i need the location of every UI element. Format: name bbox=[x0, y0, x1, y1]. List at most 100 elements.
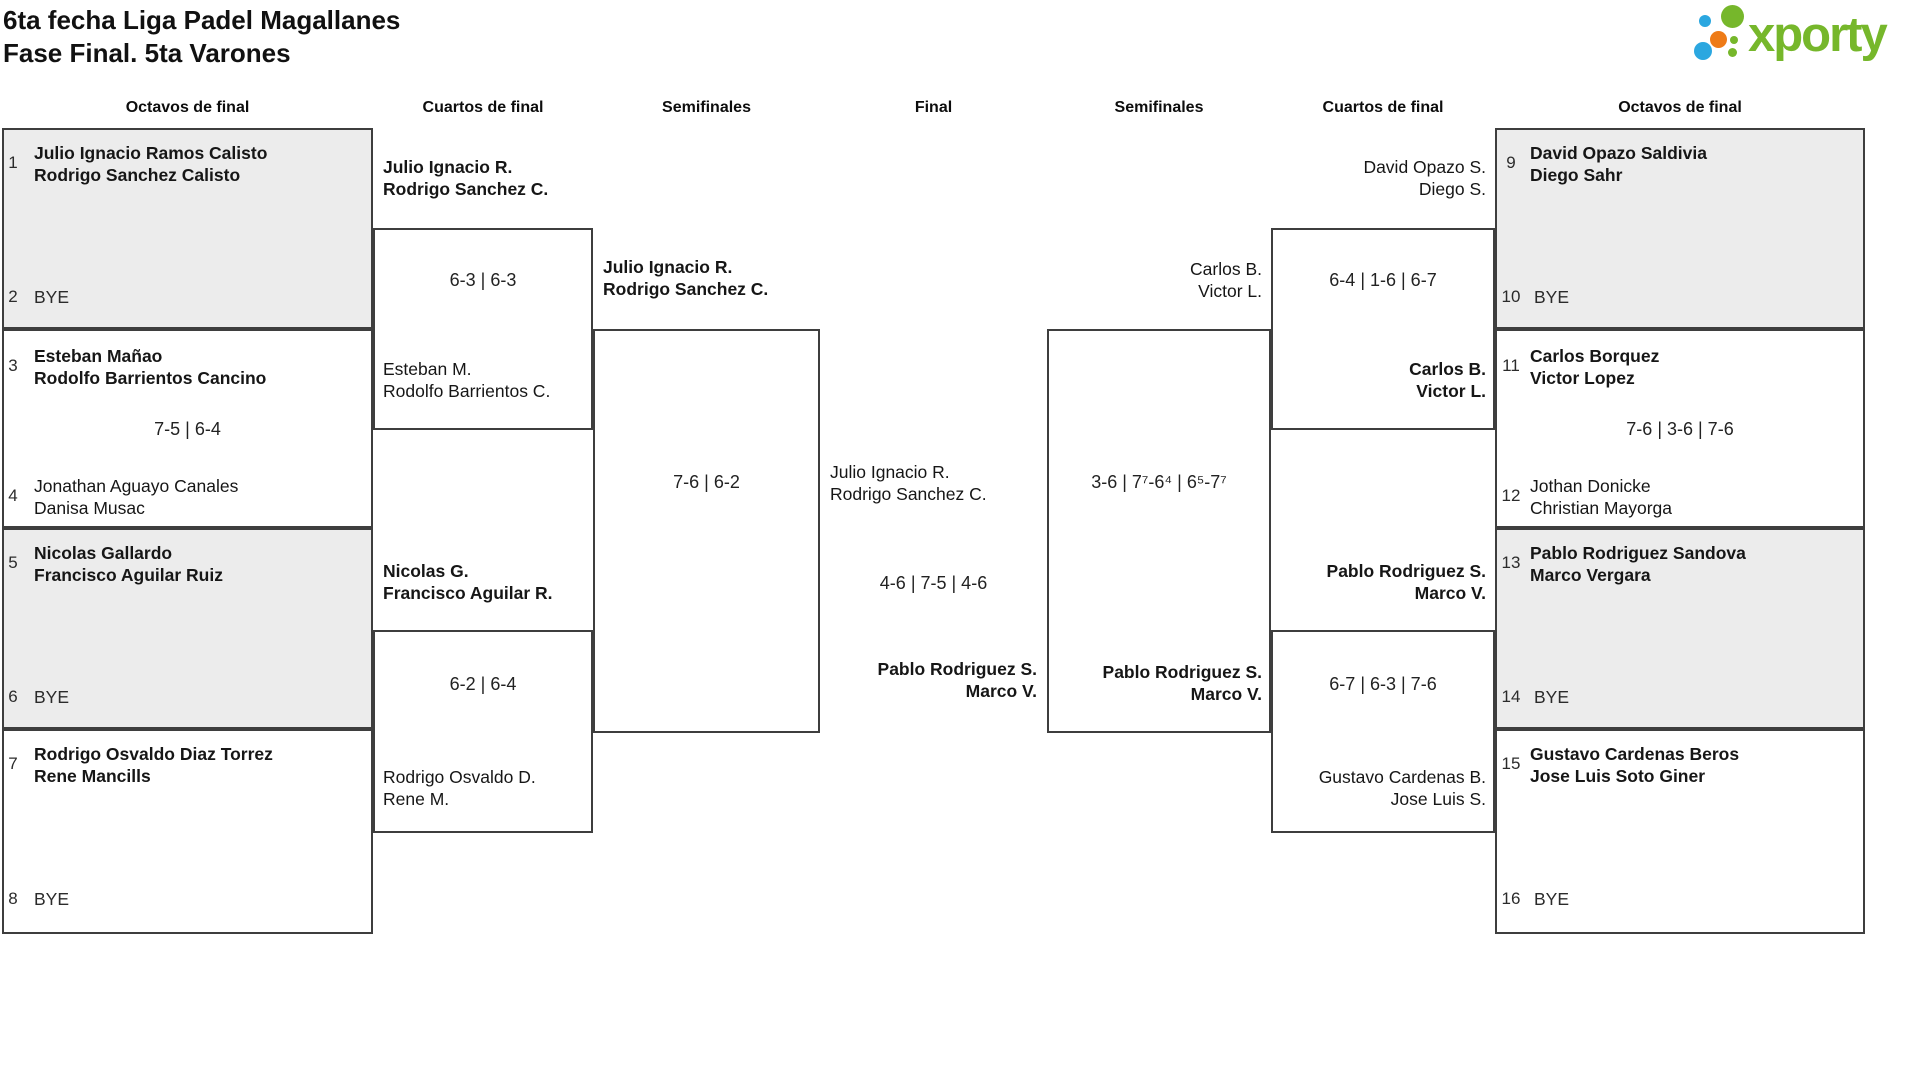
bye-label: BYE bbox=[34, 687, 70, 707]
player-name: Christian Mayorga bbox=[1530, 498, 1672, 518]
player-name: Jothan Donicke bbox=[1530, 476, 1651, 496]
player-name: Esteban M. bbox=[383, 359, 472, 379]
player-name: Diego S. bbox=[1418, 179, 1486, 199]
player-name: Rodrigo Sanchez C. bbox=[383, 179, 549, 199]
seed-number: 15 bbox=[1501, 754, 1521, 773]
match-box-octavos-5-6 bbox=[2, 528, 373, 729]
player-name: Jose Luis S. bbox=[1390, 789, 1486, 809]
seed-number: 10 bbox=[1501, 287, 1521, 306]
player-name: Pablo Rodriguez S. bbox=[877, 659, 1037, 679]
player-name: Rodrigo Sanchez Calisto bbox=[34, 165, 241, 185]
team-semifinal-right-winner: Pablo Rodriguez S. Marco V. bbox=[1047, 661, 1262, 705]
team-cuartos-left-2-loser: Rodrigo Osvaldo D. Rene M. bbox=[383, 766, 588, 810]
player-name: Pablo Rodriguez Sandova bbox=[1530, 543, 1746, 563]
player-name: Gustavo Cardenas B. bbox=[1318, 767, 1486, 787]
logo-dot-blue-big-icon bbox=[1694, 42, 1712, 60]
player-name: Julio Ignacio R. bbox=[830, 462, 950, 482]
logo-dot-green-big-icon bbox=[1721, 5, 1744, 28]
team-final-champion: Pablo Rodriguez S. Marco V. bbox=[820, 658, 1037, 702]
match-score: 3-6 | 7⁷-6⁴ | 6⁵-7⁷ bbox=[1091, 472, 1227, 492]
page-title-line2: Fase Final. 5ta Varones bbox=[3, 38, 291, 68]
player-name: Julio Ignacio R. bbox=[603, 257, 733, 277]
player-name: Francisco Aguilar Ruiz bbox=[34, 565, 223, 585]
match-score: 7-6 | 6-2 bbox=[673, 472, 740, 492]
match-box-octavos-11-12 bbox=[1495, 329, 1865, 528]
page-title-line1: 6ta fecha Liga Padel Magallanes bbox=[3, 5, 401, 35]
seed-number: 2 bbox=[8, 287, 18, 306]
player-name: Danisa Musac bbox=[34, 498, 145, 518]
column-header-octavos-left: Octavos de final bbox=[125, 99, 250, 116]
player-name: Marco V. bbox=[1190, 684, 1262, 704]
bye-label: BYE bbox=[34, 889, 70, 909]
player-name: Rene M. bbox=[383, 789, 450, 809]
match-score: 6-7 | 6-3 | 7-6 bbox=[1329, 674, 1437, 694]
seed-number: 8 bbox=[8, 889, 18, 908]
seed-number: 16 bbox=[1501, 889, 1521, 908]
seed-number: 11 bbox=[1502, 356, 1520, 375]
seed-number: 7 bbox=[8, 754, 18, 773]
seed-number: 5 bbox=[8, 553, 18, 572]
logo-dot-blue-small-icon bbox=[1699, 15, 1711, 27]
match-box-octavos-13-14 bbox=[1495, 528, 1865, 729]
column-header-final: Final bbox=[914, 99, 953, 116]
team-seed-12: Jothan Donicke Christian Mayorga bbox=[1530, 475, 1855, 519]
team-cuartos-left-1-winner: Julio Ignacio R. Rodrigo Sanchez C. bbox=[383, 156, 588, 200]
player-name: Julio Ignacio Ramos Calisto bbox=[34, 143, 268, 163]
match-box-cuartos-right-2 bbox=[1271, 630, 1495, 833]
logo-dot-orange-icon bbox=[1710, 31, 1727, 48]
player-name: Rodolfo Barrientos Cancino bbox=[34, 368, 267, 388]
page-title: 6ta fecha Liga Padel Magallanes Fase Fin… bbox=[3, 4, 400, 70]
match-box-octavos-7-8 bbox=[2, 729, 373, 934]
column-header-cuartos-right: Cuartos de final bbox=[1322, 99, 1444, 116]
bye-label: BYE bbox=[1534, 889, 1570, 909]
column-header-semis-left: Semifinales bbox=[662, 99, 751, 116]
player-name: Rene Mancills bbox=[34, 766, 151, 786]
match-box-octavos-15-16 bbox=[1495, 729, 1865, 934]
team-cuartos-right-2-loser: Gustavo Cardenas B. Jose Luis S. bbox=[1271, 766, 1486, 810]
player-name: Carlos B. bbox=[1190, 259, 1262, 279]
team-seed-7: Rodrigo Osvaldo Diaz Torrez Rene Mancill… bbox=[34, 743, 364, 787]
player-name: Victor Lopez bbox=[1530, 368, 1635, 388]
player-name: Marco V. bbox=[1414, 583, 1486, 603]
bye-label: BYE bbox=[1534, 687, 1570, 707]
team-seed-5: Nicolas Gallardo Francisco Aguilar Ruiz bbox=[34, 542, 364, 586]
team-cuartos-left-1-loser: Esteban M. Rodolfo Barrientos C. bbox=[383, 358, 588, 402]
match-score: 6-3 | 6-3 bbox=[449, 270, 517, 290]
team-seed-4: Jonathan Aguayo Canales Danisa Musac bbox=[34, 475, 364, 519]
bye-label: BYE bbox=[1534, 287, 1570, 307]
match-box-semifinal-right bbox=[1047, 329, 1271, 733]
match-box-octavos-1-2 bbox=[2, 128, 373, 329]
seed-number: 13 bbox=[1501, 553, 1521, 572]
player-name: Nicolas Gallardo bbox=[34, 543, 173, 563]
match-box-cuartos-left-2 bbox=[373, 630, 593, 833]
xporty-logo[interactable]: xporty bbox=[1690, 2, 1920, 76]
player-name: Marco V. bbox=[965, 681, 1037, 701]
seed-number: 12 bbox=[1501, 486, 1521, 505]
seed-number: 9 bbox=[1506, 153, 1516, 172]
team-cuartos-right-1-winner: Carlos B. Victor L. bbox=[1271, 358, 1486, 402]
team-cuartos-left-2-winner: Nicolas G. Francisco Aguilar R. bbox=[383, 560, 588, 604]
player-name: Marco Vergara bbox=[1530, 565, 1651, 585]
player-name: Francisco Aguilar R. bbox=[383, 583, 553, 603]
player-name: Rodrigo Osvaldo D. bbox=[383, 767, 536, 787]
match-box-semifinal-left bbox=[593, 329, 820, 733]
player-name: Carlos Borquez bbox=[1530, 346, 1660, 366]
logo-dot-green-small-icon bbox=[1728, 48, 1737, 57]
player-name: Victor L. bbox=[1198, 281, 1262, 301]
match-score: 6-2 | 6-4 bbox=[449, 674, 517, 694]
player-name: Rodrigo Sanchez C. bbox=[830, 484, 987, 504]
team-cuartos-right-2-winner: Pablo Rodriguez S. Marco V. bbox=[1271, 560, 1486, 604]
column-header-octavos-right: Octavos de final bbox=[1618, 99, 1742, 116]
player-name: Victor L. bbox=[1416, 381, 1486, 401]
player-name: David Opazo Saldivia bbox=[1530, 143, 1707, 163]
player-name: Jonathan Aguayo Canales bbox=[34, 476, 239, 496]
player-name: Jose Luis Soto Giner bbox=[1530, 766, 1706, 786]
bye-label: BYE bbox=[34, 287, 70, 307]
column-header-cuartos-left: Cuartos de final bbox=[422, 99, 544, 116]
column-header-semis-right: Semifinales bbox=[1114, 99, 1204, 116]
team-seed-13: Pablo Rodriguez Sandova Marco Vergara bbox=[1530, 542, 1855, 586]
player-name: Pablo Rodriguez S. bbox=[1326, 561, 1486, 581]
player-name: Carlos B. bbox=[1409, 359, 1486, 379]
seed-number: 6 bbox=[8, 687, 18, 706]
